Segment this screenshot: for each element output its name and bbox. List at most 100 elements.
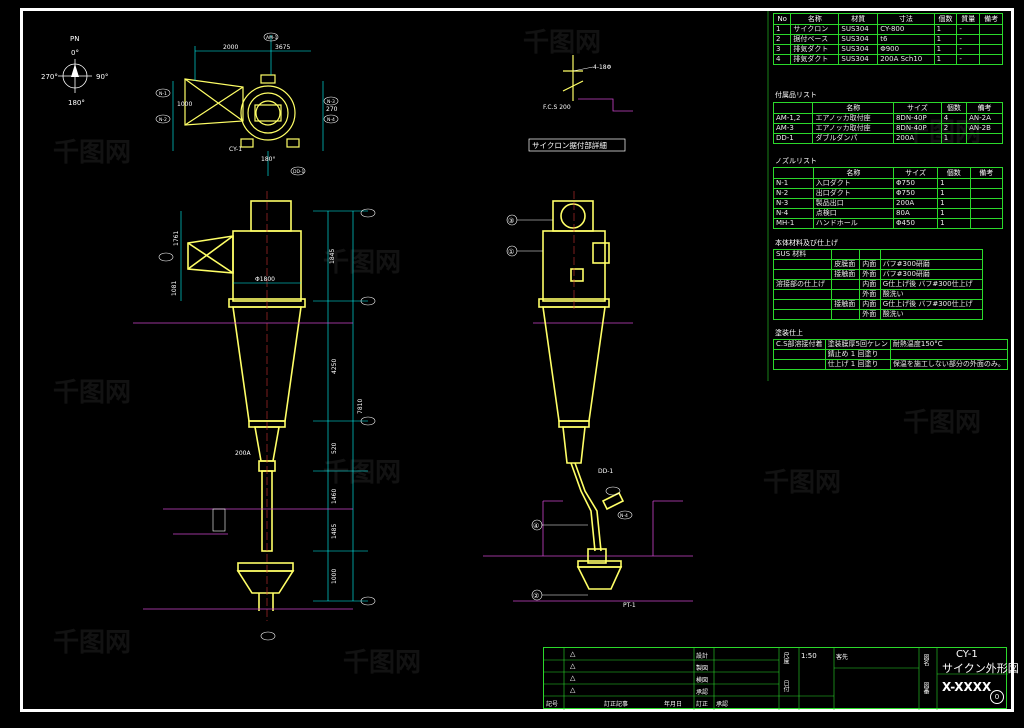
front-dim-9: 1000 [331,569,338,584]
front-view-dims [180,210,368,602]
nozzle-list-title: ノズルリスト [775,157,817,165]
top-view-tags [155,32,339,176]
front-dim-7: 1460 [331,489,338,504]
floor-lines [133,322,693,610]
top-view [184,74,300,148]
table-row: SUS 材料 [772,249,984,260]
detail-tag: 4-18Φ [593,64,612,71]
tag-n1: N-1 [159,91,167,97]
east-deg: 90° [96,73,108,81]
footer-label-mark: 記号 [546,701,559,708]
parts-h-name: 名称 [790,13,840,25]
project-label: 客先 [836,654,849,661]
finish-table: SUS 材料 皮膜面内面バフ#300研磨 接触面外面バフ#300研磨 溶接部の仕… [772,249,984,320]
valve-symbol [212,508,226,532]
svg-text:千图网: 千图网 [53,378,131,408]
west-deg: 270° [41,73,58,81]
front-dim-1: 1761 [173,231,180,246]
svg-text:千图网: 千图网 [523,28,601,58]
front-outlet: 200A [235,450,251,457]
parts-h-note: 備考 [979,13,1003,25]
north-arrow-icon: PN 0° 90° 270° 180° [41,35,108,107]
table-row: C.S部溶接付着塗装膜厚5回ケレン耐熱温度150°C [773,339,1008,350]
front-dim-4: 4250 [331,359,338,374]
top-dim-3: 1000 [177,101,192,108]
north-deg: 0° [71,49,79,57]
rev-mark-1: △ [570,650,576,658]
revision-badge: 0 [990,690,1004,704]
front-dim-5: 520 [331,442,338,454]
number-label: 図番 [922,682,929,694]
footer-label-change: 訂正記事 [604,701,629,708]
tag-dd1-top: DD-1 [293,169,305,175]
top-equip-tag: CY-1 [229,146,242,153]
rev-mark-3: △ [570,674,576,682]
tag-n4: N-4 [327,117,335,123]
svg-text:千图网: 千图网 [53,628,131,658]
callout-2: ② [533,592,539,600]
role-design: 設計 [696,653,709,660]
table-row: 外面酸洗い [772,289,984,300]
table-row: 外面酸洗い [772,309,984,320]
parts-h-qty: 個数 [933,13,958,25]
table-row: 皮膜面内面バフ#300研磨 [772,259,984,270]
svg-text:千图网: 千图网 [903,408,981,438]
date-label: 日付 [782,680,789,692]
title-block-grid [544,648,1008,710]
parts-h-wt: 質量 [956,13,981,25]
callout-4: ④ [533,522,539,530]
detail-note: F.C.S 200 [543,104,571,111]
top-view-dims [172,35,324,176]
parts-h-no: No [772,13,792,25]
parts-h-size: 寸法 [877,13,935,25]
installation-detail: 4-18Φ F.C.S 200 サイクロン据付部詳細 [528,55,633,152]
drawing-number: X-XXXX [942,680,992,694]
side-tag-dd1: DD-1 [598,468,613,475]
svg-text:千图网: 千图网 [53,138,131,168]
equip-code: CY-1 [956,649,978,660]
front-view-cyclone [187,200,306,611]
callout-1: ① [508,248,514,256]
front-dim-8: 1485 [331,524,338,539]
scale-value: 1:50 [801,652,817,660]
top-dim-2: 3675 [275,44,290,51]
top-dim-1: 2000 [223,44,238,51]
tag-n2: N-2 [159,117,167,123]
tag-am1: AM-1 [266,35,278,41]
footer-label-date: 年月日 [664,701,683,708]
svg-text:千图网: 千图网 [323,248,401,278]
role-draft: 製図 [696,665,709,672]
rev-mark-2: △ [570,662,576,670]
front-dim-bubbles [158,208,376,641]
footer-label-fix: 訂正 [696,701,709,708]
table-row: 仕上げ 1 回塗り保温を施工しない部分の外面のみ。 [773,359,1008,370]
front-dim-3: 1845 [329,249,336,264]
parts-h-mat: 材質 [838,13,879,25]
role-approve: 承認 [696,689,709,696]
notes-table: C.S部溶接付着塗装膜厚5回ケレン耐熱温度150°C 錆止め 1 回塗り 仕上げ… [773,339,1008,370]
svg-text:千图网: 千图网 [323,458,401,488]
table-row: 接触面外面バフ#300研磨 [772,269,984,280]
drawing-sheet: PN 0° 90° 270° 180° [20,8,1019,712]
notes-table-title: 塗装仕上 [775,329,803,337]
front-dim-6: 7810 [357,399,364,414]
north-label: PN [70,35,79,43]
detail-label: サイクロン据付部詳細 [532,140,607,150]
callout-3: ③ [508,217,514,225]
drawing-title: サイクン外形図 [942,662,1019,675]
front-dim-2: 1081 [171,281,178,296]
